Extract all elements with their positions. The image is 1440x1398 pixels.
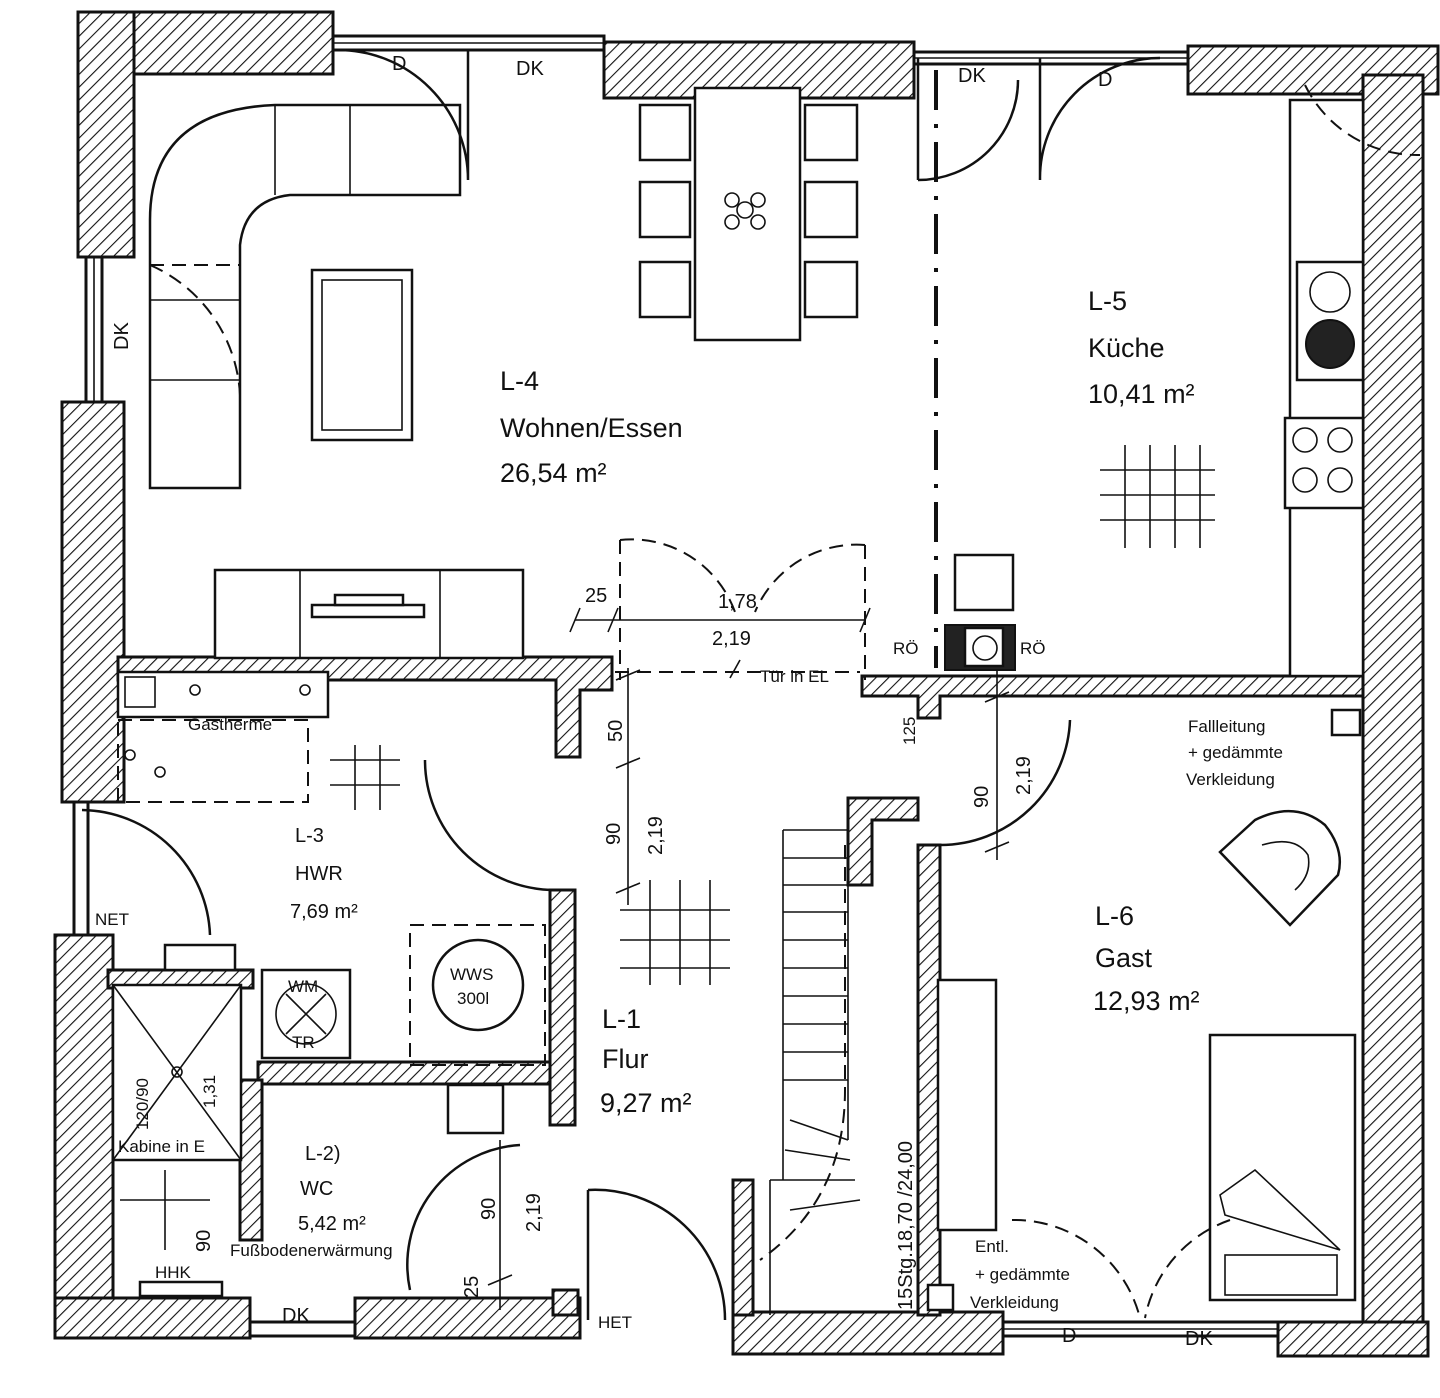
dim-25-wc: 25 — [461, 1276, 483, 1298]
annotations: D DK DK D DK DK D DK Gastherme NET HET H… — [95, 53, 1283, 1350]
door-label-d2: D — [1098, 69, 1112, 91]
dim-90-wc: 90 — [478, 1198, 500, 1220]
label-tuer-in-el: Tür in EL — [760, 667, 829, 686]
dim-25-top: 25 — [585, 585, 607, 607]
room-labels: L-4 Wohnen/Essen 26,54 m² L-5 Küche 10,4… — [290, 286, 1200, 1235]
room-name-l3: HWR — [295, 863, 343, 885]
door-label-dk3: DK — [111, 322, 133, 350]
label-kabine: Kabine in E — [118, 1137, 205, 1156]
staircase — [759, 829, 861, 1315]
door-label-dk5: DK — [1185, 1328, 1213, 1350]
label-hhk: HHK — [155, 1263, 192, 1282]
room-area-l1: 9,27 m² — [600, 1088, 692, 1118]
room-name-l1: Flur — [602, 1044, 649, 1074]
room-id-l5: L-5 — [1088, 286, 1127, 316]
label-fallleitung-3: Verkleidung — [1186, 770, 1275, 789]
dim-219-gast: 2,19 — [1013, 756, 1035, 795]
dim-219-wc: 2,19 — [523, 1193, 545, 1232]
label-entl-2: + gedämmte — [975, 1265, 1070, 1284]
room-name-l6: Gast — [1095, 943, 1153, 973]
room-name-l2: WC — [300, 1178, 333, 1200]
label-wws-capacity: 300l — [457, 989, 489, 1008]
label-fallleitung-2: + gedämmte — [1188, 743, 1283, 762]
room-area-l3: 7,69 m² — [290, 901, 358, 923]
exterior-walls — [53, 10, 1440, 1358]
dim-50: 50 — [605, 720, 627, 742]
label-roe-right: RÖ — [1020, 639, 1046, 658]
room-name-l5: Küche — [1088, 333, 1165, 363]
label-fussboden: Fußbodenerwärmung — [230, 1241, 393, 1260]
room-id-l1: L-1 — [602, 1004, 641, 1034]
dim-90-gast: 90 — [971, 786, 993, 808]
room-area-l2: 5,42 m² — [298, 1213, 366, 1235]
label-wm: WM — [288, 977, 318, 996]
flower-icon — [724, 192, 766, 230]
room-id-l4: L-4 — [500, 366, 539, 396]
label-entl-3: Verkleidung — [970, 1293, 1059, 1312]
label-het: HET — [598, 1313, 632, 1332]
room-area-l6: 12,93 m² — [1093, 986, 1200, 1016]
dim-219-top: 2,19 — [712, 628, 751, 650]
label-stairs: 15Stg.18,70 /24,00 — [895, 1141, 917, 1310]
label-gastherme: Gastherme — [188, 715, 272, 734]
dim-219-flur: 2,19 — [645, 816, 667, 855]
label-roe-left: RÖ — [893, 639, 919, 658]
room-id-l6: L-6 — [1095, 901, 1134, 931]
label-net: NET — [95, 910, 129, 929]
label-entl: Entl. — [975, 1237, 1009, 1256]
doors — [81, 48, 1421, 1321]
label-shower-size: 120/90 — [133, 1078, 152, 1130]
room-id-l3: L-3 — [295, 825, 324, 847]
door-label-dk4: DK — [282, 1305, 310, 1327]
label-fallleitung: Fallleitung — [1188, 717, 1266, 736]
furniture — [111, 86, 1365, 1312]
label-tr: TR — [292, 1033, 315, 1052]
room-id-l2: L-2) — [305, 1143, 341, 1165]
room-name-l4: Wohnen/Essen — [500, 413, 683, 443]
label-shower-dim: 1,31 — [200, 1075, 219, 1108]
dim-125: 125 — [900, 717, 919, 745]
label-wws: WWS — [450, 965, 493, 984]
door-label-dk2: DK — [958, 65, 986, 87]
room-area-l4: 26,54 m² — [500, 458, 607, 488]
dim-90-shower: 90 — [193, 1230, 215, 1252]
dimension-lines — [487, 607, 1010, 1310]
door-label-d1: D — [392, 53, 406, 75]
dim-90-flur: 90 — [603, 823, 625, 845]
dim-178: 1,78 — [718, 591, 757, 613]
door-label-d3: D — [1062, 1325, 1076, 1347]
door-label-dk1: DK — [516, 58, 544, 80]
room-area-l5: 10,41 m² — [1088, 379, 1195, 409]
